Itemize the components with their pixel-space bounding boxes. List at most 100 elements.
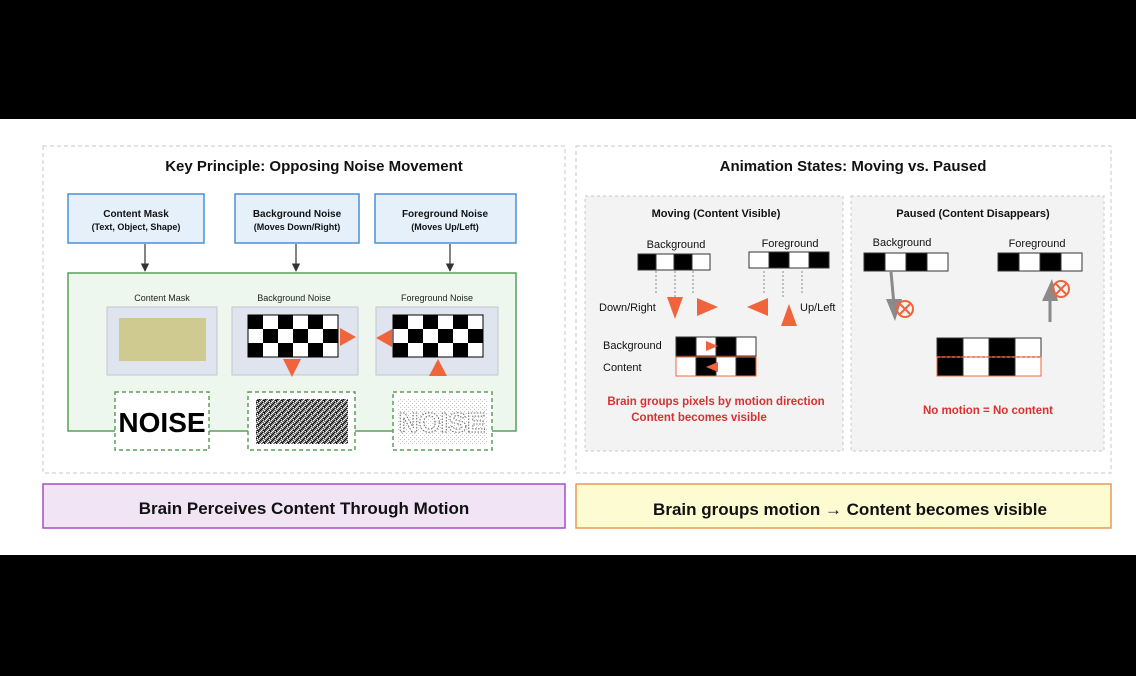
row-background-label: Background xyxy=(603,340,662,352)
strip-cell xyxy=(1039,252,1062,272)
background-noise-box-title: Background Noise xyxy=(253,209,342,220)
strip-cell xyxy=(905,252,928,272)
content-mask-box: Content Mask (Text, Object, Shape) xyxy=(67,193,205,244)
checker-cell xyxy=(248,343,263,357)
checker-cell xyxy=(308,343,323,357)
strip-border xyxy=(997,252,1083,272)
checker-cell xyxy=(323,329,338,343)
foreground-noise-box-title: Foreground Noise xyxy=(402,209,489,220)
paused-row-cell xyxy=(962,337,990,358)
up-arrow-icon xyxy=(781,304,797,326)
strip-cell xyxy=(1060,252,1083,272)
checker-cell xyxy=(453,329,468,343)
left-arrow-icon xyxy=(747,298,768,316)
row-bg-cell xyxy=(735,336,757,357)
moving-direction-arrows xyxy=(667,297,797,326)
foreground-noise-box: Foreground Noise (Moves Up/Left) xyxy=(374,193,517,244)
checker-cell xyxy=(278,329,293,343)
checker-cell xyxy=(293,329,308,343)
paused-title: Paused (Content Disappears) xyxy=(896,208,1050,220)
content-mask-box-title: Content Mask xyxy=(103,209,169,220)
random-noise-field xyxy=(256,399,348,444)
left-panel-title: Key Principle: Opposing Noise Movement xyxy=(165,158,463,175)
strip-cell xyxy=(788,251,810,269)
row-bg-cell xyxy=(715,336,737,357)
blocked-up-x-icon xyxy=(1052,280,1070,298)
strip-cell xyxy=(926,252,949,272)
checker-cell xyxy=(438,343,453,357)
checker-border xyxy=(247,314,339,358)
background-down-arrow-icon xyxy=(283,359,301,377)
strip-cell xyxy=(655,253,675,271)
down-right-label: Down/Right xyxy=(599,302,656,314)
checker-cell xyxy=(423,343,438,357)
checker-cell xyxy=(468,343,483,357)
strip-cell xyxy=(637,253,657,271)
checker-cell xyxy=(308,315,323,329)
moving-caption-2: Content becomes visible xyxy=(631,412,766,424)
moving-rows-strip xyxy=(675,336,757,377)
row-content-cell xyxy=(675,356,697,377)
row-bg-cell xyxy=(675,336,697,357)
noise-result-box-1 xyxy=(114,391,210,451)
moving-foreground-label: Foreground xyxy=(762,238,819,250)
right-bottom-banner-text: Brain groups motion → Content becomes vi… xyxy=(653,500,1047,519)
checker-border xyxy=(392,314,484,358)
moving-caption-1: Brain groups pixels by motion direction xyxy=(607,396,824,408)
blocked-up-arrow-icon xyxy=(1042,279,1058,322)
strip-cell xyxy=(1018,252,1041,272)
background-noise-box: Background Noise (Moves Down/Right) xyxy=(234,193,360,244)
paused-foreground-strip xyxy=(997,252,1083,272)
checker-cell xyxy=(453,343,468,357)
row-content-label: Content xyxy=(603,362,642,374)
checker-cell xyxy=(423,329,438,343)
content-mask-shape xyxy=(119,318,206,361)
strip-border xyxy=(748,251,830,269)
left-bottom-banner-text: Brain Perceives Content Through Motion xyxy=(139,499,470,518)
paused-row-cell xyxy=(1014,337,1042,358)
paused-background-strip xyxy=(863,252,949,272)
checker-cell xyxy=(438,329,453,343)
strip-cell xyxy=(748,251,770,269)
tile-label-content-mask: Content Mask xyxy=(134,293,190,303)
checker-cell xyxy=(293,315,308,329)
moving-drop-lines xyxy=(655,271,803,297)
paused-row-cell xyxy=(988,356,1016,377)
checker-cell xyxy=(248,315,263,329)
checker-cell xyxy=(393,329,408,343)
paused-rows-strip xyxy=(936,337,1042,377)
paused-row-cell xyxy=(936,337,964,358)
moving-background-strip xyxy=(637,253,711,271)
strip-cell xyxy=(808,251,830,269)
content-mask-box-subtitle: (Text, Object, Shape) xyxy=(92,222,181,232)
background-noise-box-subtitle: (Moves Down/Right) xyxy=(254,222,341,232)
paused-background-label: Background xyxy=(873,237,932,249)
foreground-left-arrow-icon xyxy=(376,329,392,347)
foreground-noise-box-subtitle: (Moves Up/Left) xyxy=(411,222,479,232)
checker-cell xyxy=(468,329,483,343)
checker-cell xyxy=(453,315,468,329)
row-content-cell xyxy=(735,356,757,377)
checker-cell xyxy=(278,315,293,329)
checker-cell xyxy=(323,315,338,329)
row-bg-border xyxy=(675,336,757,357)
row-left-arrow-icon xyxy=(706,362,718,372)
checker-cell xyxy=(308,329,323,343)
diagram-canvas: Key Principle: Opposing Noise Movement C… xyxy=(0,119,1136,555)
up-left-label: Up/Left xyxy=(800,302,835,314)
left-bottom-banner xyxy=(42,483,566,529)
paused-foreground-label: Foreground xyxy=(1009,238,1066,250)
right-arrow-icon xyxy=(697,298,718,316)
row-content-cell xyxy=(715,356,737,377)
strip-cell xyxy=(884,252,907,272)
down-arrow-icon xyxy=(667,297,683,319)
background-right-arrow-icon xyxy=(340,328,356,346)
checker-cell xyxy=(293,343,308,357)
checker-cell xyxy=(263,343,278,357)
strip-cell xyxy=(997,252,1020,272)
moving-background-label: Background xyxy=(647,239,706,251)
paused-row-cell xyxy=(962,356,990,377)
strip-cell xyxy=(863,252,886,272)
foreground-checker xyxy=(392,314,484,358)
right-panel-title: Animation States: Moving vs. Paused xyxy=(720,158,987,175)
